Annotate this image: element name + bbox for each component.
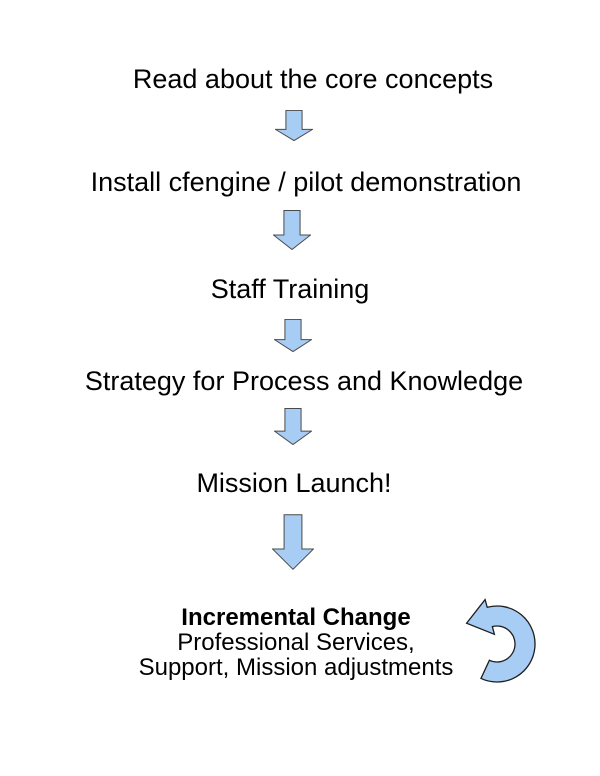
step-label-read-concepts: Read about the core concepts — [132, 64, 494, 94]
step-label-install-cfengine: Install cfengine / pilot demonstration — [90, 167, 522, 197]
step-label-mission-launch: Mission Launch! — [196, 468, 392, 498]
loop-arrow-icon — [465, 598, 536, 683]
final-step-block: Incremental Change Professional Services… — [0, 605, 596, 680]
final-step-line: Professional Services, — [177, 629, 415, 656]
final-step-line: Support, Mission adjustments — [138, 654, 454, 681]
down-arrow-icon — [275, 110, 313, 141]
step-label-staff-training: Staff Training — [210, 274, 370, 304]
down-arrow-icon — [273, 210, 311, 250]
step-label-strategy: Strategy for Process and Knowledge — [84, 366, 524, 396]
down-arrow-icon — [274, 319, 312, 352]
down-arrow-icon — [272, 514, 314, 570]
final-step-title: Incremental Change — [181, 604, 411, 631]
down-arrow-icon — [274, 408, 312, 445]
